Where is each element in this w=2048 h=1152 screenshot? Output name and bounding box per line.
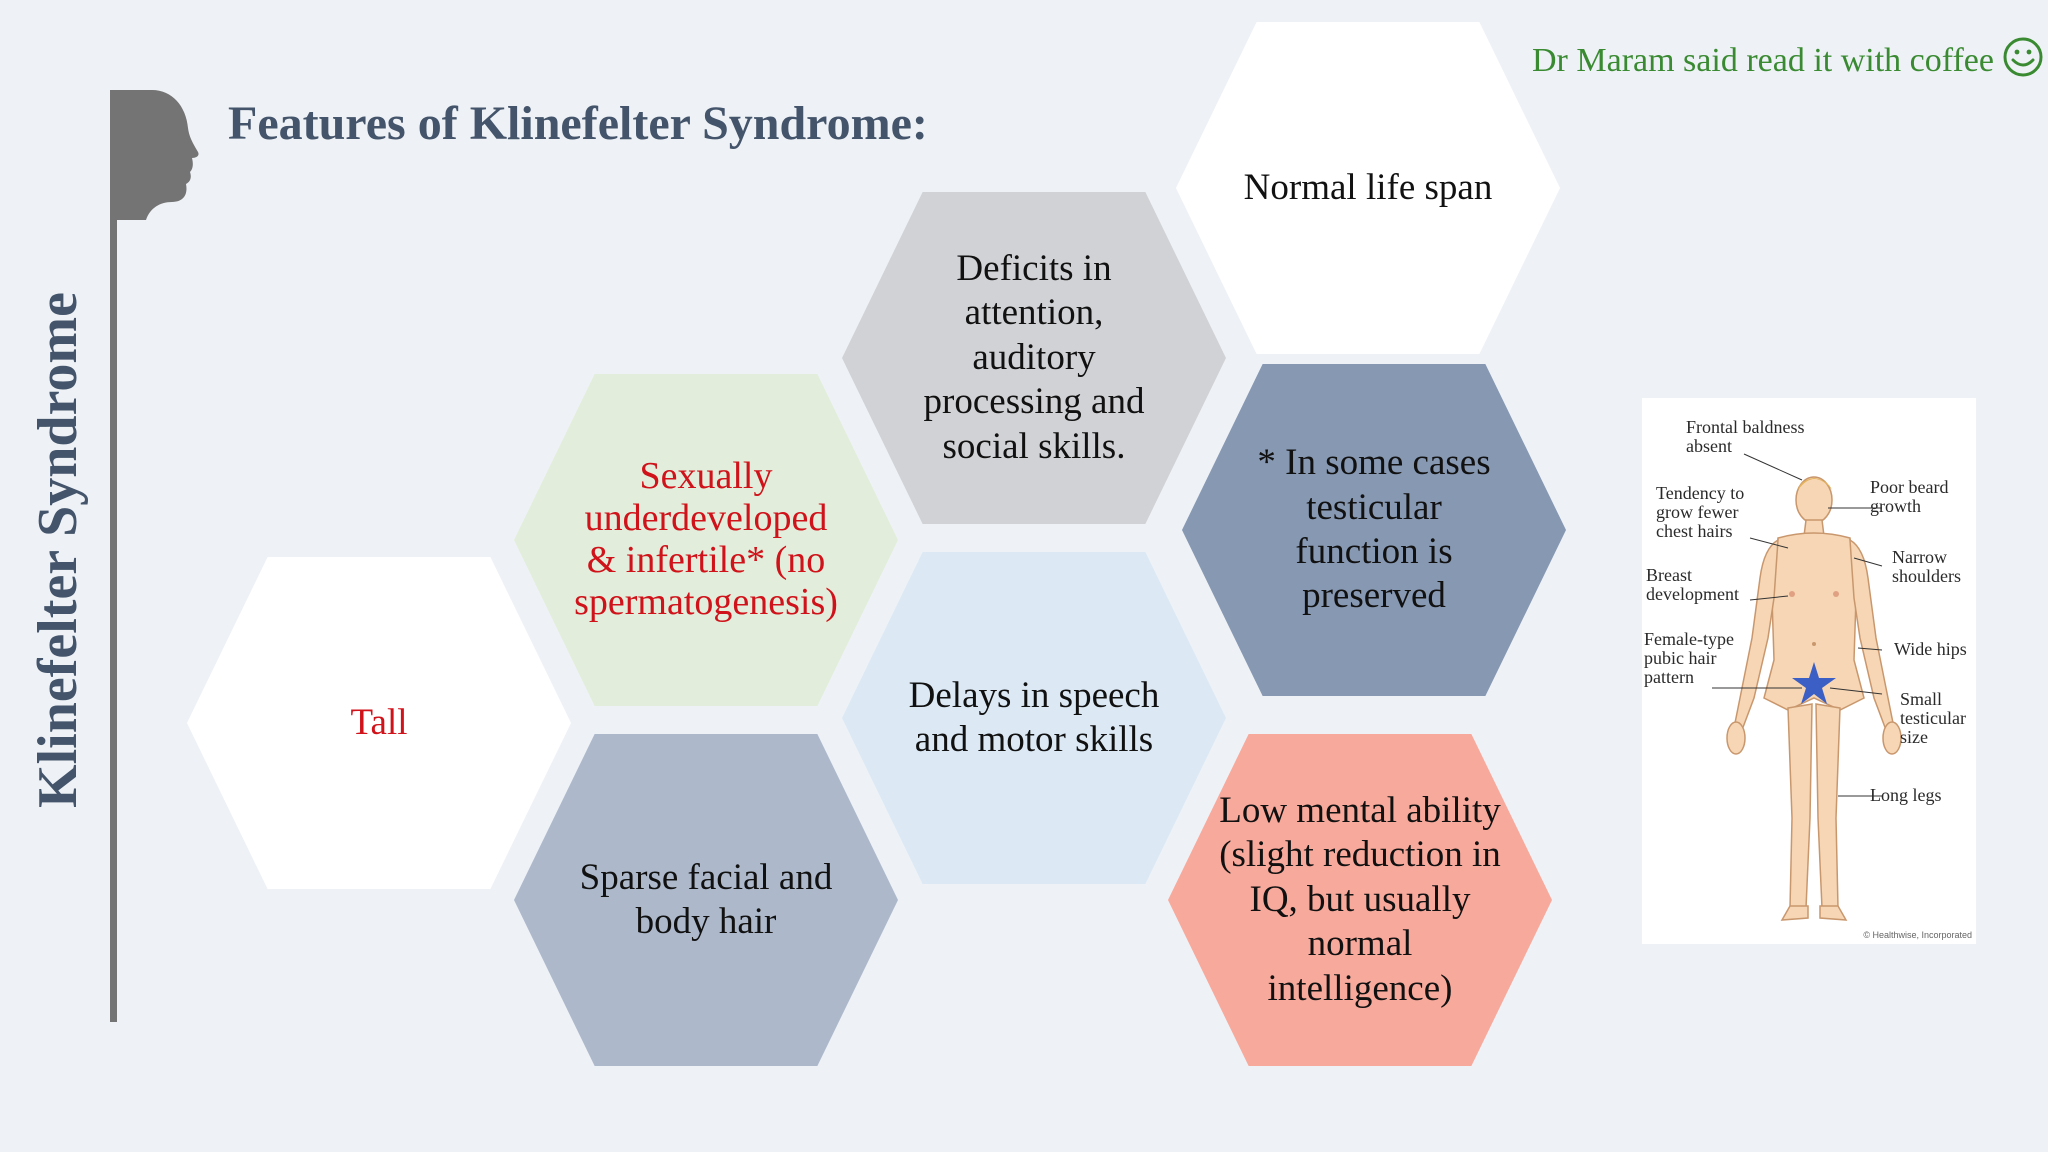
hex-normal-life-span: Normal life span <box>1176 22 1560 354</box>
hex-sparse-hair-text: Sparse facial and body hair <box>579 856 833 942</box>
label-small-testicular: Small testicular size <box>1900 689 1966 747</box>
hex-low-mental-ability: Low mental ability (slight reduction in … <box>1168 734 1552 1066</box>
side-title: Klinefelter Syndrome <box>27 292 89 808</box>
hex-testicular-function: * In some cases testicular function is p… <box>1182 364 1566 696</box>
hex-speech-delays: Delays in speech and motor skills <box>842 552 1226 884</box>
label-wide-hips: Wide hips <box>1894 639 1967 659</box>
label-narrow-shoulders: Narrow shoulders <box>1892 547 1961 586</box>
hex-sexually-underdeveloped-text: Sexually underdeveloped & infertile* (no… <box>574 455 838 623</box>
hex-testicular-function-text: * In some cases testicular function is p… <box>1257 442 1491 617</box>
label-chest-hairs: Tendency to grow fewer chest hairs <box>1656 483 1745 541</box>
head-silhouette-icon <box>110 90 199 220</box>
hex-tall: Tall <box>187 557 571 889</box>
hex-speech-delays-text: Delays in speech and motor skills <box>908 674 1160 760</box>
body-figure-illustration: Frontal baldness absent Tendency to grow… <box>1642 398 1976 944</box>
hex-normal-life-span-text: Normal life span <box>1243 166 1493 208</box>
label-long-legs: Long legs <box>1870 785 1942 805</box>
label-poor-beard: Poor beard growth <box>1870 477 1949 516</box>
hex-sexually-underdeveloped: Sexually underdeveloped & infertile* (no… <box>514 374 898 706</box>
hex-sparse-hair: Sparse facial and body hair <box>514 734 898 1066</box>
human-body-icon <box>1712 453 1902 921</box>
smiley-icon <box>2003 37 2043 77</box>
copyright-text: © Healthwise, Incorporated <box>1863 930 1972 940</box>
hex-low-mental-ability-text: Low mental ability (slight reduction in … <box>1219 790 1501 1009</box>
label-pubic-hair: Female-type pubic hair pattern <box>1644 629 1734 687</box>
title-bar <box>110 210 117 1022</box>
hex-deficits: Deficits in attention, auditory processi… <box>842 192 1226 524</box>
hex-deficits-text: Deficits in attention, auditory processi… <box>923 248 1145 467</box>
label-breast-development: Breast development <box>1646 565 1739 604</box>
hex-tall-text: Tall <box>350 701 408 743</box>
label-frontal-baldness: Frontal baldness absent <box>1686 417 1805 456</box>
coffee-note: Dr Maram said read it with coffee <box>1532 42 1994 79</box>
main-title: Features of Klinefelter Syndrome: <box>228 97 928 150</box>
